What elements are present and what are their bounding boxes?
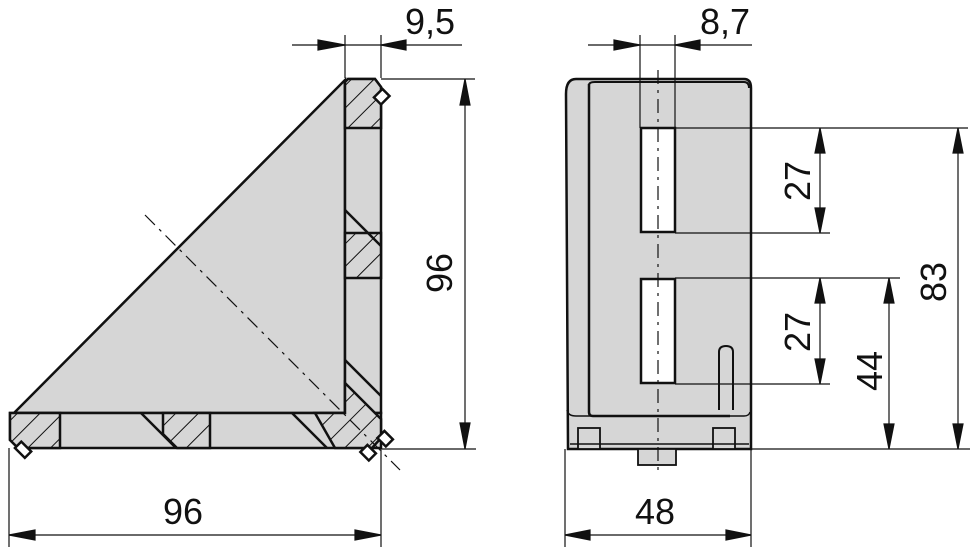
dim-side-height: 96 <box>419 252 461 294</box>
hatch-corner <box>312 379 383 450</box>
side-dimensions <box>8 35 476 547</box>
foot-left <box>577 427 601 450</box>
dim-front-width: 48 <box>635 491 676 532</box>
small-slot <box>718 344 734 410</box>
gusset-plate <box>10 76 347 415</box>
tslot-nub-left <box>13 439 33 460</box>
dim-upper-slot-to-base: 83 <box>913 261 955 303</box>
tslot-nub-corner-b <box>358 443 378 463</box>
dim-wall-thickness: 9,5 <box>405 1 456 42</box>
hatch-center <box>161 411 212 450</box>
side-view <box>8 76 401 471</box>
centerline-diagonal <box>144 214 401 471</box>
dim-lower-slot-to-base: 44 <box>849 350 891 392</box>
dim-side-width: 96 <box>163 491 204 532</box>
foot-right <box>712 427 736 450</box>
tslot-nub-top <box>372 87 392 107</box>
dim-slot-width: 8,7 <box>700 1 751 42</box>
front-view <box>564 70 753 472</box>
tslot-nub-corner-a <box>375 429 395 449</box>
hatch-top <box>343 77 383 130</box>
hatch-left <box>8 411 62 450</box>
front-dimensions <box>564 35 970 547</box>
dim-upper-slot-length: 27 <box>777 160 819 202</box>
bottom-tab <box>637 448 677 466</box>
dim-lower-slot-length: 27 <box>777 311 819 353</box>
